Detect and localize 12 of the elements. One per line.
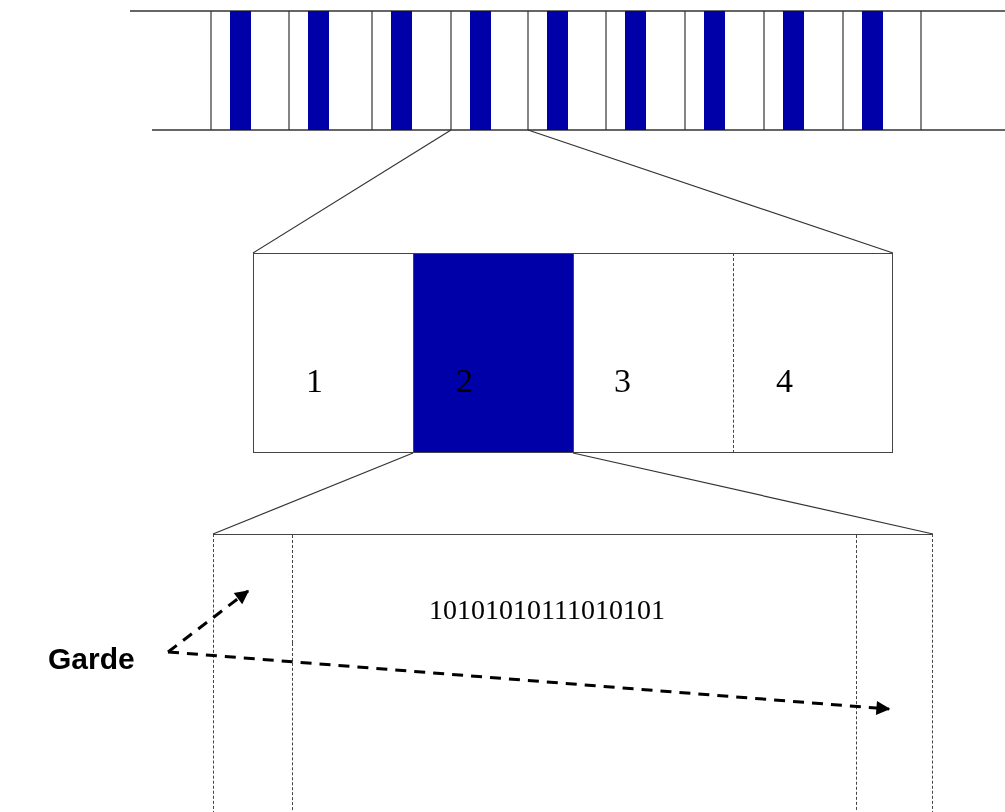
time-slot [733,253,893,453]
slot-detail-box [213,534,933,812]
bit-sequence: 10101010111010101 [429,595,665,626]
arrow [167,650,891,715]
time-slot [413,253,573,453]
callout-label: Garde [48,642,135,675]
slot-number: 1 [306,362,323,400]
arrow [167,589,250,654]
slot-number: 2 [456,362,473,400]
time-slot [573,253,733,453]
slot-number: 4 [776,362,793,400]
slot-number: 3 [614,362,631,400]
